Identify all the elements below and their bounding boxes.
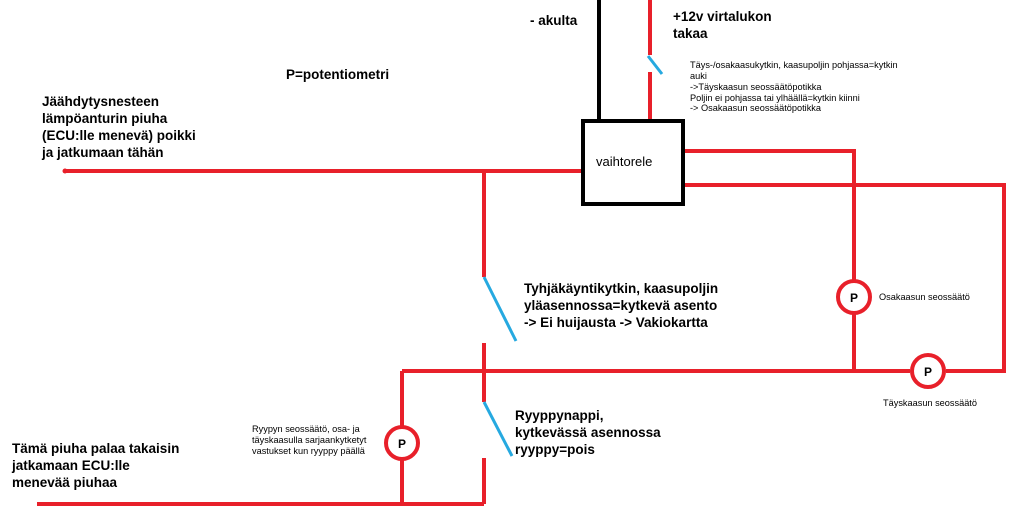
relay-output-partial [683,149,856,282]
label-throttle-switch: Täys-/osakaasukytkin, kaasupoljin pohjas… [690,60,898,114]
label-coolant-line1: Jäähdytysnesteen [42,94,160,109]
label-burst-mixture: Ryypyn seossäätö, osa- ja täyskaasulla s… [252,424,366,457]
label-burst-button: Ryyppynappi, kytkevässä asennossa ryyppy… [515,407,661,458]
label-partial-mixture: Osakaasun seossäätö [879,292,970,302]
label-return-line2: jatkamaan ECU:lle [12,458,130,474]
label-coolant-line3: (ECU:lle menevä) poikki [42,128,196,144]
label-throttle-line2: auki [690,70,707,81]
label-burst-btn-line1: Ryyppynappi, [515,408,604,423]
label-throttle-line1: Täys-/osakaasukytkin, kaasupoljin pohjas… [690,60,898,70]
label-idle-switch: Tyhjäkäyntikytkin, kaasupoljin yläasenno… [524,280,718,331]
pot-full-throttle: P [910,353,946,389]
wire-end-dot [62,168,68,174]
label-return-wire: Tämä piuha palaa takaisin jatkamaan ECU:… [12,440,179,491]
label-full-mixture: Täyskaasun seossäätö [883,398,977,408]
label-idle-line2: yläasennossa=kytkevä asento [524,298,718,314]
label-akulta: - akulta [530,13,578,28]
label-potentiometri: P=potentiometri [286,67,390,82]
relay-box [581,119,685,206]
label-return-line3: menevää piuhaa [12,475,118,491]
label-throttle-line3: ->Täyskaasun seossäätöpotikka [690,81,822,92]
label-plus12v-line2: takaa [673,26,708,42]
label-plus12v: +12v virtalukon takaa [673,8,772,42]
idle-switch [482,276,518,342]
pot-burst-label: P [398,437,406,451]
label-burst-mix-line3: vastukset kun ryyppy päällä [252,445,365,456]
label-plus12v-line1: +12v virtalukon [673,9,772,24]
relay-output-full [683,183,1006,373]
pot-partial-label: P [850,291,858,305]
label-return-line1: Tämä piuha palaa takaisin [12,441,180,456]
label-throttle-line5: -> Osakaasun seossäätöpotikka [690,103,821,114]
label-throttle-line4: Poljin ei pohjassa tai ylhäällä=kytkin k… [690,92,860,103]
label-burst-btn-line2: kytkevässä asennossa [515,425,661,441]
label-coolant-line2: lämpöanturin piuha [42,111,168,127]
label-burst-mix-line2: täyskaasulla sarjaankytketyt [252,434,367,445]
label-burst-mix-line1: Ryypyn seossäätö, osa- ja [252,424,360,434]
pot-partial-throttle: P [836,279,872,315]
label-burst-btn-line3: ryyppy=pois [515,442,595,458]
label-idle-line1: Tyhjäkäyntikytkin, kaasupoljin [524,281,719,296]
pot-full-label: P [924,365,932,379]
throttle-switch [646,55,664,75]
label-coolant-sensor: Jäähdytysnesteen lämpöanturin piuha (ECU… [42,93,196,162]
label-relay: vaihtorele [596,154,653,169]
burst-switch [482,401,514,457]
label-coolant-line4: ja jatkumaan tähän [42,145,164,161]
label-idle-line3: -> Ei huijausta -> Vakiokartta [524,315,708,331]
pot-burst: P [384,425,420,461]
